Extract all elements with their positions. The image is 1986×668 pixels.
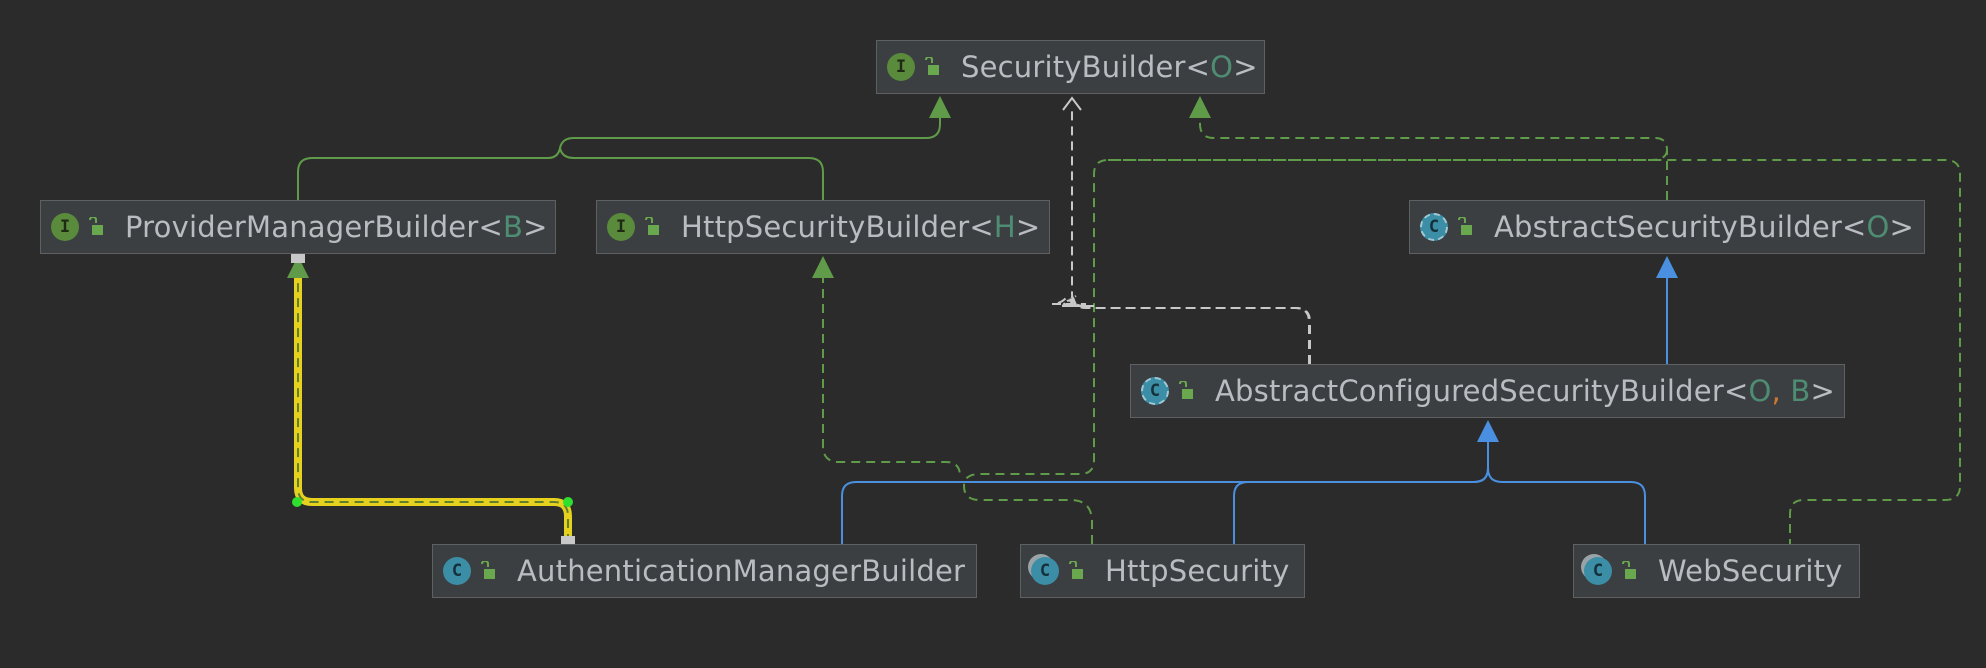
node-label: AbstractSecurityBuilder<O> (1494, 210, 1915, 244)
final-class-icon: C (1031, 557, 1059, 585)
edge-arrowhead (1189, 96, 1211, 118)
edge-arrowhead (1656, 256, 1678, 278)
abstract-class-icon: C (1420, 213, 1448, 241)
interface-icon: I (51, 213, 79, 241)
edge-selected-implements[interactable] (294, 274, 572, 543)
edge-dependency (1051, 295, 1311, 364)
unlock-icon (1179, 381, 1193, 399)
edge-arrowhead (812, 256, 834, 278)
unlock-icon (925, 57, 939, 75)
node-label: ProviderManagerBuilder<B> (125, 210, 548, 244)
edge-implements (822, 112, 1961, 544)
node-abstract-security-builder[interactable]: C AbstractSecurityBuilder<O> (1409, 200, 1925, 254)
node-abstract-configured-security-builder[interactable]: C AbstractConfiguredSecurityBuilder<O, B… (1130, 364, 1845, 418)
edge-extends (841, 276, 1668, 544)
edge-dependency-arrow (1062, 96, 1082, 111)
final-class-icon: C (1584, 557, 1612, 585)
node-label: WebSecurity (1658, 554, 1843, 588)
unlock-icon (1069, 561, 1083, 579)
unlock-icon (1458, 217, 1472, 235)
edge-bend-point[interactable] (292, 497, 302, 507)
unlock-icon (89, 217, 103, 235)
unlock-icon (645, 217, 659, 235)
unlock-icon (1622, 561, 1636, 579)
node-label: HttpSecurity (1105, 554, 1290, 588)
node-label: HttpSecurityBuilder<H> (681, 210, 1041, 244)
node-http-security-builder[interactable]: I HttpSecurityBuilder<H> (596, 200, 1050, 254)
edge-interface-extends (297, 112, 941, 200)
node-label: AuthenticationManagerBuilder (517, 554, 966, 588)
node-label: SecurityBuilder<O> (961, 50, 1258, 84)
node-authentication-manager-builder[interactable]: C AuthenticationManagerBuilder (432, 544, 977, 598)
interface-icon: I (887, 53, 915, 81)
unlock-icon (481, 561, 495, 579)
abstract-class-icon: C (1141, 377, 1169, 405)
node-label: AbstractConfiguredSecurityBuilder<O, B> (1215, 374, 1835, 408)
edge-arrowhead (287, 256, 309, 278)
node-web-security[interactable]: C WebSecurity (1573, 544, 1860, 598)
interface-icon: I (607, 213, 635, 241)
node-http-security[interactable]: C HttpSecurity (1020, 544, 1305, 598)
edge-bend-point[interactable] (563, 497, 573, 507)
node-security-builder[interactable]: I SecurityBuilder<O> (876, 40, 1265, 94)
node-provider-manager-builder[interactable]: I ProviderManagerBuilder<B> (40, 200, 556, 254)
edge-arrowhead (929, 96, 951, 118)
class-icon: C (443, 557, 471, 585)
edge-dependency-vertical (1071, 108, 1086, 307)
edge-arrowhead (1477, 420, 1499, 442)
